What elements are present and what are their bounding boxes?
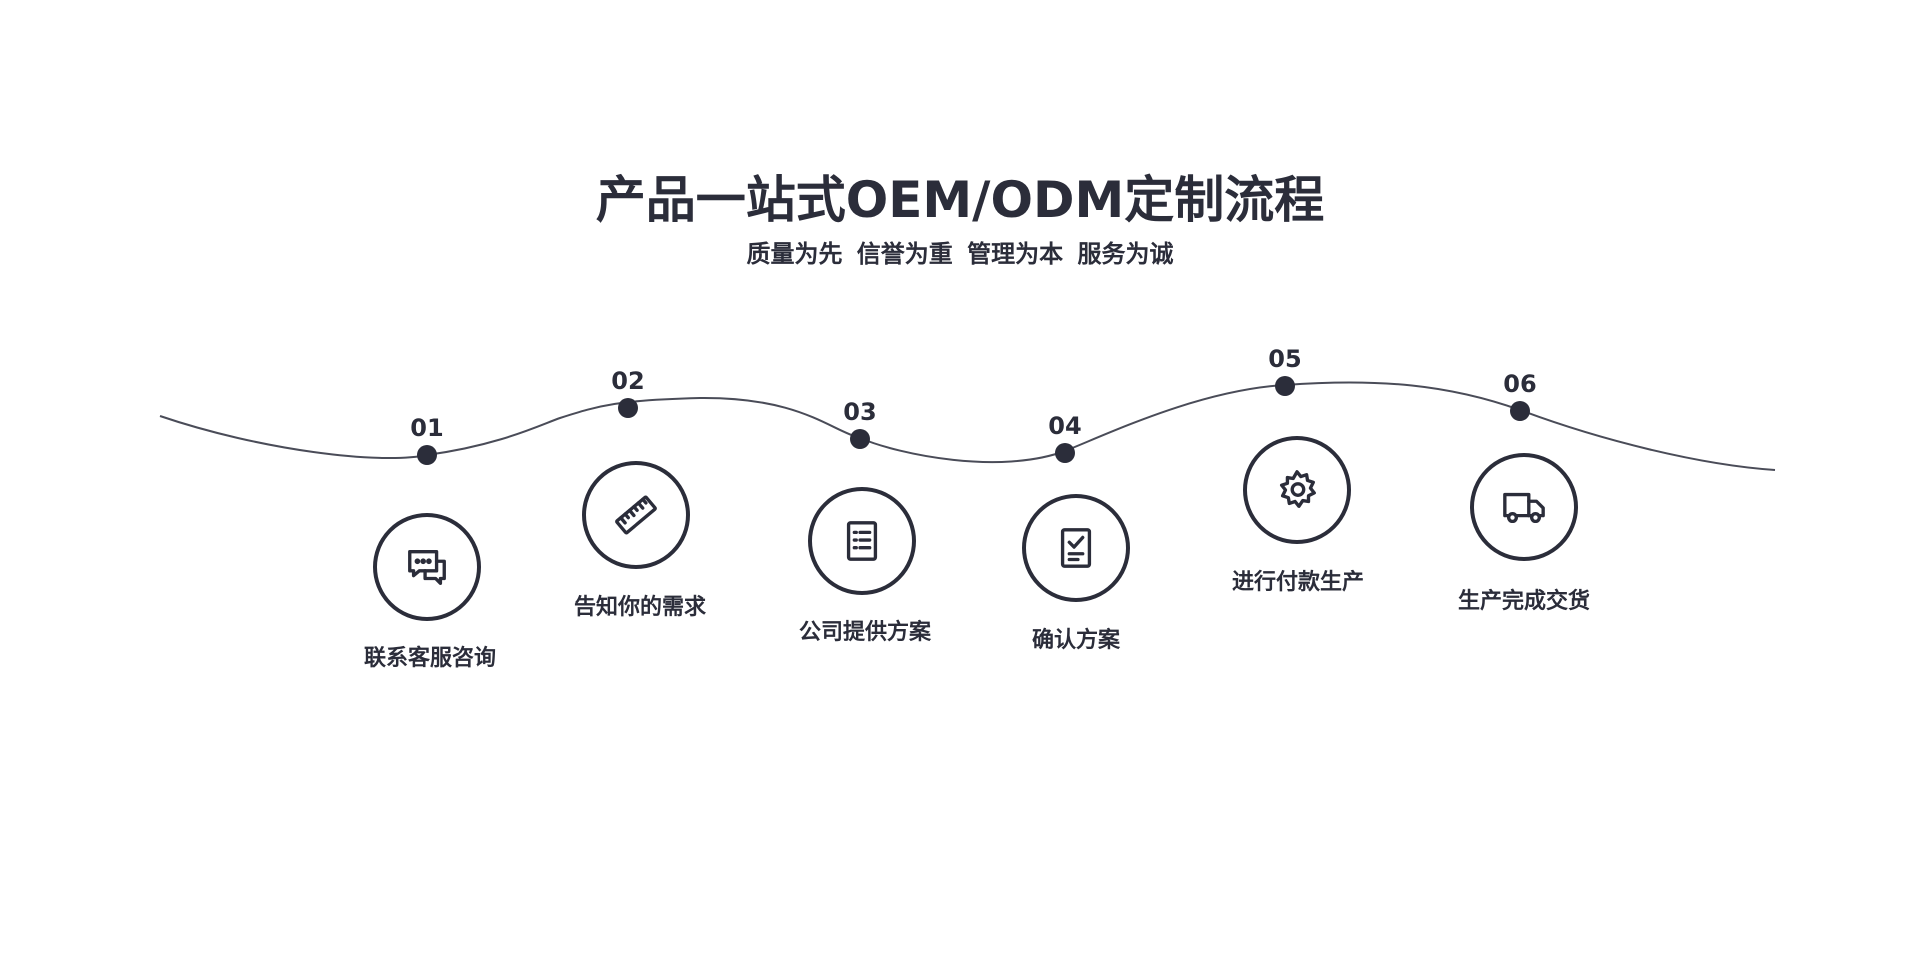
step-label: 生产完成交货: [1457, 589, 1590, 614]
step-number: 01: [410, 414, 444, 442]
truck-icon: [1503, 492, 1545, 524]
step-icon-circle: [1022, 494, 1130, 602]
step-icon-circle: [1470, 453, 1578, 561]
step-number: 06: [1503, 370, 1537, 398]
page-subtitle: 质量为先 信誉为重 管理为本 服务为诚: [746, 240, 1174, 268]
step-dot-06: [1510, 401, 1530, 421]
chat-bubbles-icon: [408, 549, 446, 585]
step-number: 05: [1268, 345, 1302, 373]
step-icon-circle: [373, 513, 481, 621]
wave-line: [159, 381, 1776, 471]
step-dot-04: [1055, 443, 1075, 463]
ruler-icon: [615, 495, 657, 535]
step-number: 04: [1048, 412, 1082, 440]
step-number: 02: [611, 367, 645, 395]
gear-icon: [1279, 470, 1316, 508]
checklist-icon: [1060, 528, 1092, 568]
step-dot-03: [850, 429, 870, 449]
step-label: 公司提供方案: [798, 620, 931, 645]
step-number: 03: [843, 398, 877, 426]
step-dot-01: [417, 445, 437, 465]
document-list-icon: [846, 521, 878, 561]
step-icon-circle: [582, 461, 690, 569]
step-label: 确认方案: [1031, 628, 1120, 653]
step-label: 联系客服咨询: [363, 646, 496, 671]
step-dot-05: [1275, 376, 1295, 396]
step-icon-circle: [808, 487, 916, 595]
page-title: 产品一站式OEM/ODM定制流程: [595, 171, 1325, 229]
step-icon-circle: [1243, 436, 1351, 544]
step-dot-02: [618, 398, 638, 418]
step-label: 告知你的需求: [573, 595, 706, 620]
step-label: 进行付款生产: [1231, 570, 1364, 595]
